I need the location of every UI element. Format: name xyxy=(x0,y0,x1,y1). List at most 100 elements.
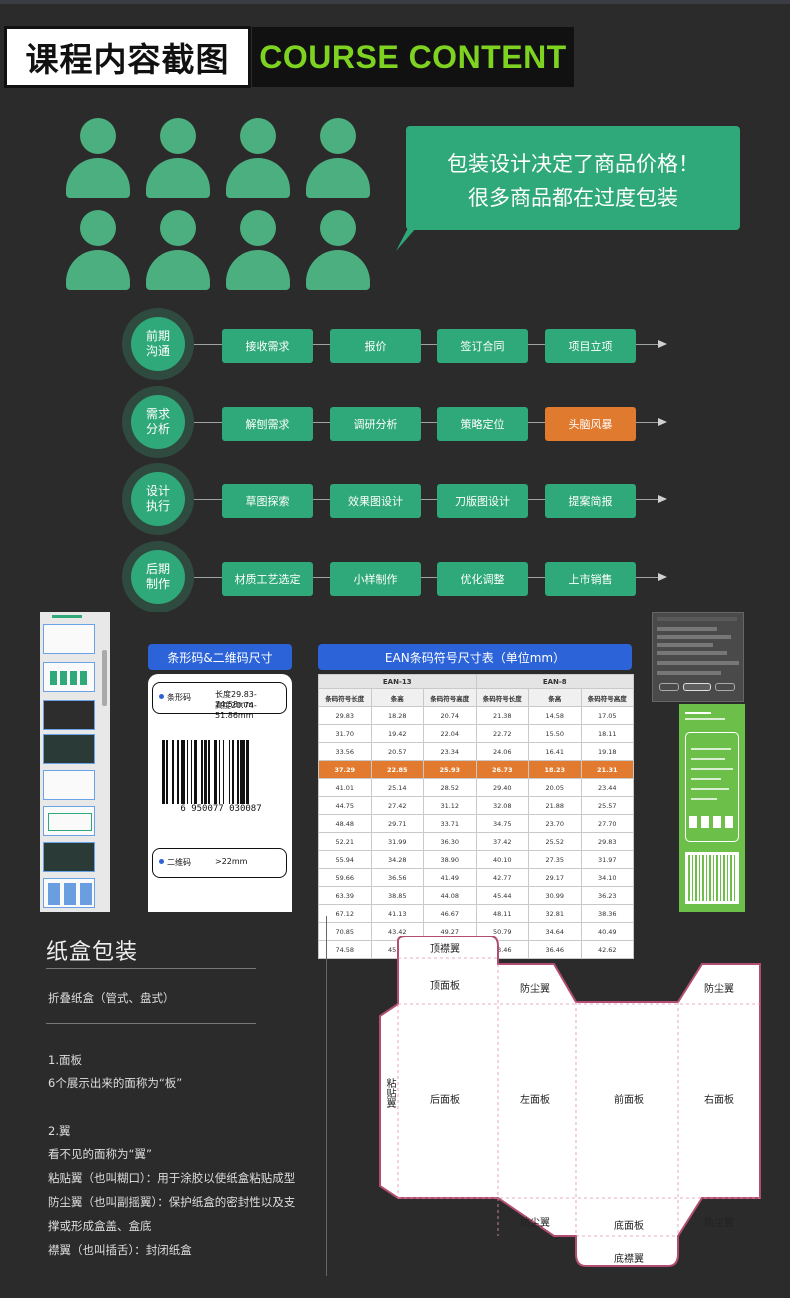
stage-label: 后期 制作 xyxy=(131,550,185,604)
table-cell: 20.57 xyxy=(370,742,424,761)
slide-thumbnail[interactable] xyxy=(43,624,95,654)
table-cell: 25.14 xyxy=(370,778,424,797)
process-flow: 前期 沟通 接收需求 报价 签订合同 项目立项 需求 分析 解刨需求 调研分析 … xyxy=(120,304,680,614)
note-line: 2.翼 xyxy=(48,1124,71,1138)
table-cell: 34.75 xyxy=(475,814,529,833)
slide-thumbnail[interactable] xyxy=(43,770,95,800)
title-en-box: COURSE CONTENT xyxy=(252,27,574,87)
ean-size-card: EAN条码符号尺寸表（单位mm） EAN-13 EAN-8 条码符号长度 条高 … xyxy=(318,612,634,959)
column-header: 条码符号高度 xyxy=(423,688,477,707)
table-cell: 36.30 xyxy=(423,832,477,851)
section-title: 纸盒包装 xyxy=(46,940,139,965)
slide-thumbnail[interactable] xyxy=(43,700,95,730)
step-box: 解刨需求 xyxy=(222,407,313,441)
green-package-image xyxy=(679,704,745,912)
table-cell: 25.52 xyxy=(528,832,582,851)
dieline-label: 防尘翼 xyxy=(520,984,550,995)
table-cell: 18.28 xyxy=(370,706,424,725)
stage-label: 前期 沟通 xyxy=(131,317,185,371)
table-cell: 31.97 xyxy=(580,850,634,869)
step-box: 材质工艺选定 xyxy=(222,562,313,596)
table-cell: 29.83 xyxy=(580,832,634,851)
step-box: 提案简报 xyxy=(545,484,636,518)
box-dieline: 顶襟翼 顶面板 防尘翼 防尘翼 粘贴翼 后面板 左面板 前面板 右面板 防尘翼 … xyxy=(378,935,762,1268)
export-dialog xyxy=(652,612,744,702)
dieline-label: 防尘翼 xyxy=(704,1218,734,1229)
title-cn-box: 课程内容截图 xyxy=(4,26,251,88)
qrcode-size: >22mm xyxy=(215,857,248,866)
divider xyxy=(46,968,256,969)
table-cell: 22.04 xyxy=(423,724,477,743)
slide-thumbnail-sidebar xyxy=(40,612,110,912)
column-header: 条高 xyxy=(370,688,424,707)
dialog-button[interactable] xyxy=(715,683,735,691)
barcode-stripe xyxy=(172,740,174,804)
table-cell: 20.74 xyxy=(423,706,477,725)
barcode-stripe xyxy=(180,740,186,804)
table-cell: 34.10 xyxy=(580,868,634,887)
person-icon xyxy=(226,210,290,290)
slide-thumbnail[interactable] xyxy=(43,806,95,836)
box-packaging-notes: 纸盒包装 折叠纸盒（管式、盘式） 1.面板 6个展示出来的面称为“板” 2.翼 … xyxy=(46,930,316,1280)
table-cell: 27.70 xyxy=(580,814,634,833)
table-cell: 31.70 xyxy=(318,724,372,743)
slide-thumbnail[interactable] xyxy=(43,734,95,764)
arrow-right-icon xyxy=(658,573,667,581)
slide-thumbnail[interactable] xyxy=(43,878,95,908)
table-cell: 36.56 xyxy=(370,868,424,887)
arrow-right-icon xyxy=(658,418,667,426)
step-box: 签订合同 xyxy=(437,329,528,363)
table-cell: 32.81 xyxy=(528,904,582,923)
step-box: 效果图设计 xyxy=(330,484,421,518)
table-cell: 30.99 xyxy=(528,886,582,905)
note-line: 1.面板 xyxy=(48,1053,82,1067)
column-header: 条码符号高度 xyxy=(580,688,634,707)
ean-size-table: EAN-13 EAN-8 条码符号长度 条高 条码符号高度 条码符号长度 条高 … xyxy=(318,674,634,959)
course-screenshots: 条形码&二维码尺寸 条形码 长度29.83-74.58mm 高度20.74-51… xyxy=(40,612,760,959)
table-cell: 19.18 xyxy=(580,742,634,761)
table-cell: 18.23 xyxy=(528,760,582,779)
bubble-line-2: 很多商品都在过度包装 xyxy=(468,186,678,210)
slide-thumbnail[interactable] xyxy=(43,842,95,872)
dieline-label: 右面板 xyxy=(704,1095,734,1106)
table-cell: 31.12 xyxy=(423,796,477,815)
table-cell: 38.85 xyxy=(370,886,424,905)
table-cell: 14.58 xyxy=(528,706,582,725)
step-box: 接收需求 xyxy=(222,329,313,363)
barcode-stripe xyxy=(214,740,218,804)
stage-circle: 后期 制作 xyxy=(122,541,194,613)
dialog-button[interactable] xyxy=(683,683,711,691)
table-cell: 63.39 xyxy=(318,886,372,905)
table-cell: 42.77 xyxy=(475,868,529,887)
table-cell: 23.70 xyxy=(528,814,582,833)
package-barcode xyxy=(685,852,739,904)
table-cell: 29.71 xyxy=(370,814,424,833)
table-cell: 36.23 xyxy=(580,886,634,905)
stage-circle: 前期 沟通 xyxy=(122,308,194,380)
barcode-card-title: 条形码&二维码尺寸 xyxy=(148,644,292,670)
table-cell: 26.73 xyxy=(475,760,529,779)
slide-thumbnail[interactable] xyxy=(43,662,95,692)
dieline-label: 底襟翼 xyxy=(614,1254,644,1265)
person-icon xyxy=(146,118,210,198)
dialog-button[interactable] xyxy=(659,683,679,691)
column-header: 条高 xyxy=(528,688,582,707)
table-cell: 28.52 xyxy=(423,778,477,797)
barcode-image xyxy=(162,740,274,826)
stage-circle: 设计 执行 xyxy=(122,463,194,535)
barcode-size-card: 条形码&二维码尺寸 条形码 长度29.83-74.58mm 高度20.74-51… xyxy=(148,612,292,912)
barcode-stripe xyxy=(201,740,203,804)
table-cell: 19.42 xyxy=(370,724,424,743)
table-cell: 41.49 xyxy=(423,868,477,887)
table-cell: 23.44 xyxy=(580,778,634,797)
scrollbar[interactable] xyxy=(102,650,107,706)
step-box: 策略定位 xyxy=(437,407,528,441)
table-cell: 38.90 xyxy=(423,850,477,869)
